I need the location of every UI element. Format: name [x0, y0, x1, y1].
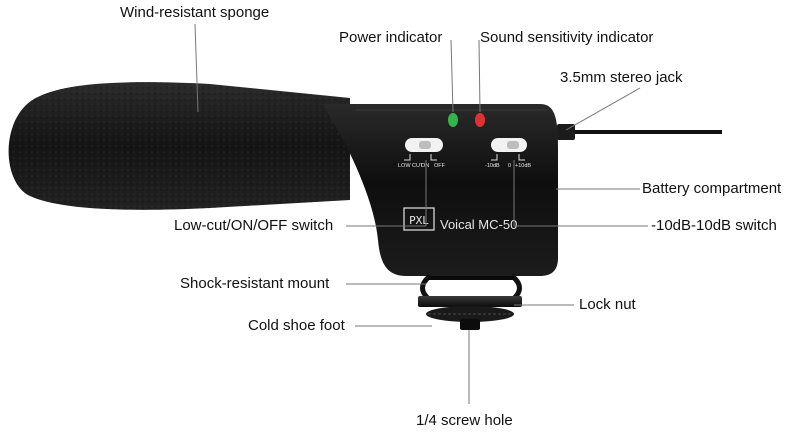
- switch-left-text-a: LOW CUT: [398, 163, 424, 169]
- mic-body: [322, 104, 558, 276]
- label-lock-nut: Lock nut: [579, 296, 636, 313]
- callout-lines: [194, 23, 648, 404]
- switch-right-text-c: +10dB: [515, 163, 531, 169]
- label-screw-hole: 1/4 screw hole: [416, 412, 513, 429]
- switch-right-text-b: 0: [508, 163, 511, 169]
- screw-hole: [460, 319, 480, 330]
- label-wind-sponge: Wind-resistant sponge: [120, 4, 270, 21]
- switch-left-text-c: OFF: [434, 163, 446, 169]
- label-battery: Battery compartment: [642, 180, 782, 197]
- label-stereo-jack: 3.5mm stereo jack: [560, 69, 683, 86]
- switch-right-text-a: -10dB: [485, 163, 500, 169]
- label-cold-shoe: Cold shoe foot: [248, 317, 345, 334]
- sound-led-icon: [475, 113, 485, 127]
- label-lowcut-switch: Low-cut/ON/OFF switch: [174, 217, 334, 234]
- model-name: Voical MC-50: [440, 217, 517, 232]
- power-led-icon: [448, 113, 458, 127]
- label-db-switch: -10dB-10dB switch: [651, 217, 777, 234]
- switch-left-text-b: ON: [421, 163, 429, 169]
- label-sound-indicator: Sound sensitivity indicator: [480, 29, 654, 46]
- brand-logo-text: PXL: [409, 214, 429, 227]
- cold-shoe-foot: [418, 296, 522, 307]
- label-power-indicator: Power indicator: [339, 29, 443, 46]
- brand-logo: [403, 207, 435, 231]
- label-shock-mount: Shock-resistant mount: [180, 275, 330, 292]
